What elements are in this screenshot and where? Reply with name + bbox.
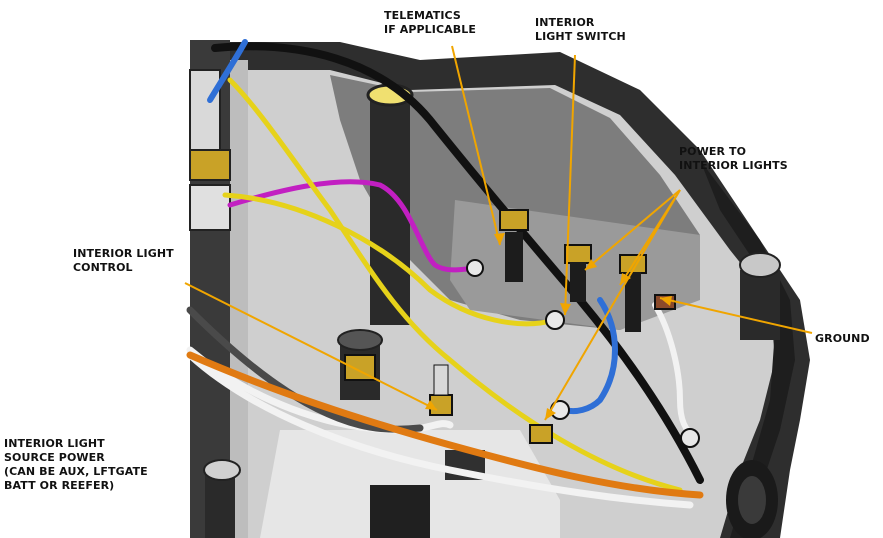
label-telematics-line2: IF APPLICABLE (384, 23, 476, 36)
label-interior-light-control: INTERIOR LIGHT CONTROL (73, 247, 174, 275)
leader-switch (564, 54, 576, 316)
wires (186, 39, 704, 509)
label-ground: GROUND (815, 332, 870, 346)
label-interior-light-switch: INTERIOR LIGHT SWITCH (535, 16, 626, 44)
ring-terminal-1 (545, 310, 565, 330)
leader-power-1 (584, 189, 681, 271)
label-switch-line2: LIGHT SWITCH (535, 30, 626, 43)
stud-telematics (499, 209, 529, 282)
leader-ground (659, 297, 813, 334)
label-source-line3: (CAN BE AUX, LFTGATE (4, 465, 148, 478)
stud-switch (564, 244, 592, 302)
label-ground-line1: GROUND (815, 332, 870, 345)
label-telematics-line1: TELEMATICS (384, 9, 461, 22)
leader-control (184, 282, 438, 411)
label-control-line1: INTERIOR LIGHT (73, 247, 174, 260)
stud-source (529, 424, 553, 444)
label-power-line1: POWER TO (679, 145, 747, 158)
label-power-line2: INTERIOR LIGHTS (679, 159, 788, 172)
label-control-line2: CONTROL (73, 261, 133, 274)
label-interior-light-source-power: INTERIOR LIGHT SOURCE POWER (CAN BE AUX,… (4, 437, 148, 493)
leader-power-3 (544, 189, 681, 421)
leader-lines (184, 45, 813, 421)
label-power-to-interior-lights: POWER TO INTERIOR LIGHTS (679, 145, 788, 173)
label-source-line4: BATT OR REEFER) (4, 479, 115, 492)
leader-telematics (451, 45, 501, 246)
ring-terminal-3 (680, 428, 700, 448)
label-telematics: TELEMATICS IF APPLICABLE (384, 9, 476, 37)
ring-terminal-4 (466, 259, 484, 277)
label-source-line1: INTERIOR LIGHT (4, 437, 105, 450)
label-source-line2: SOURCE POWER (4, 451, 105, 464)
label-switch-line1: INTERIOR (535, 16, 595, 29)
